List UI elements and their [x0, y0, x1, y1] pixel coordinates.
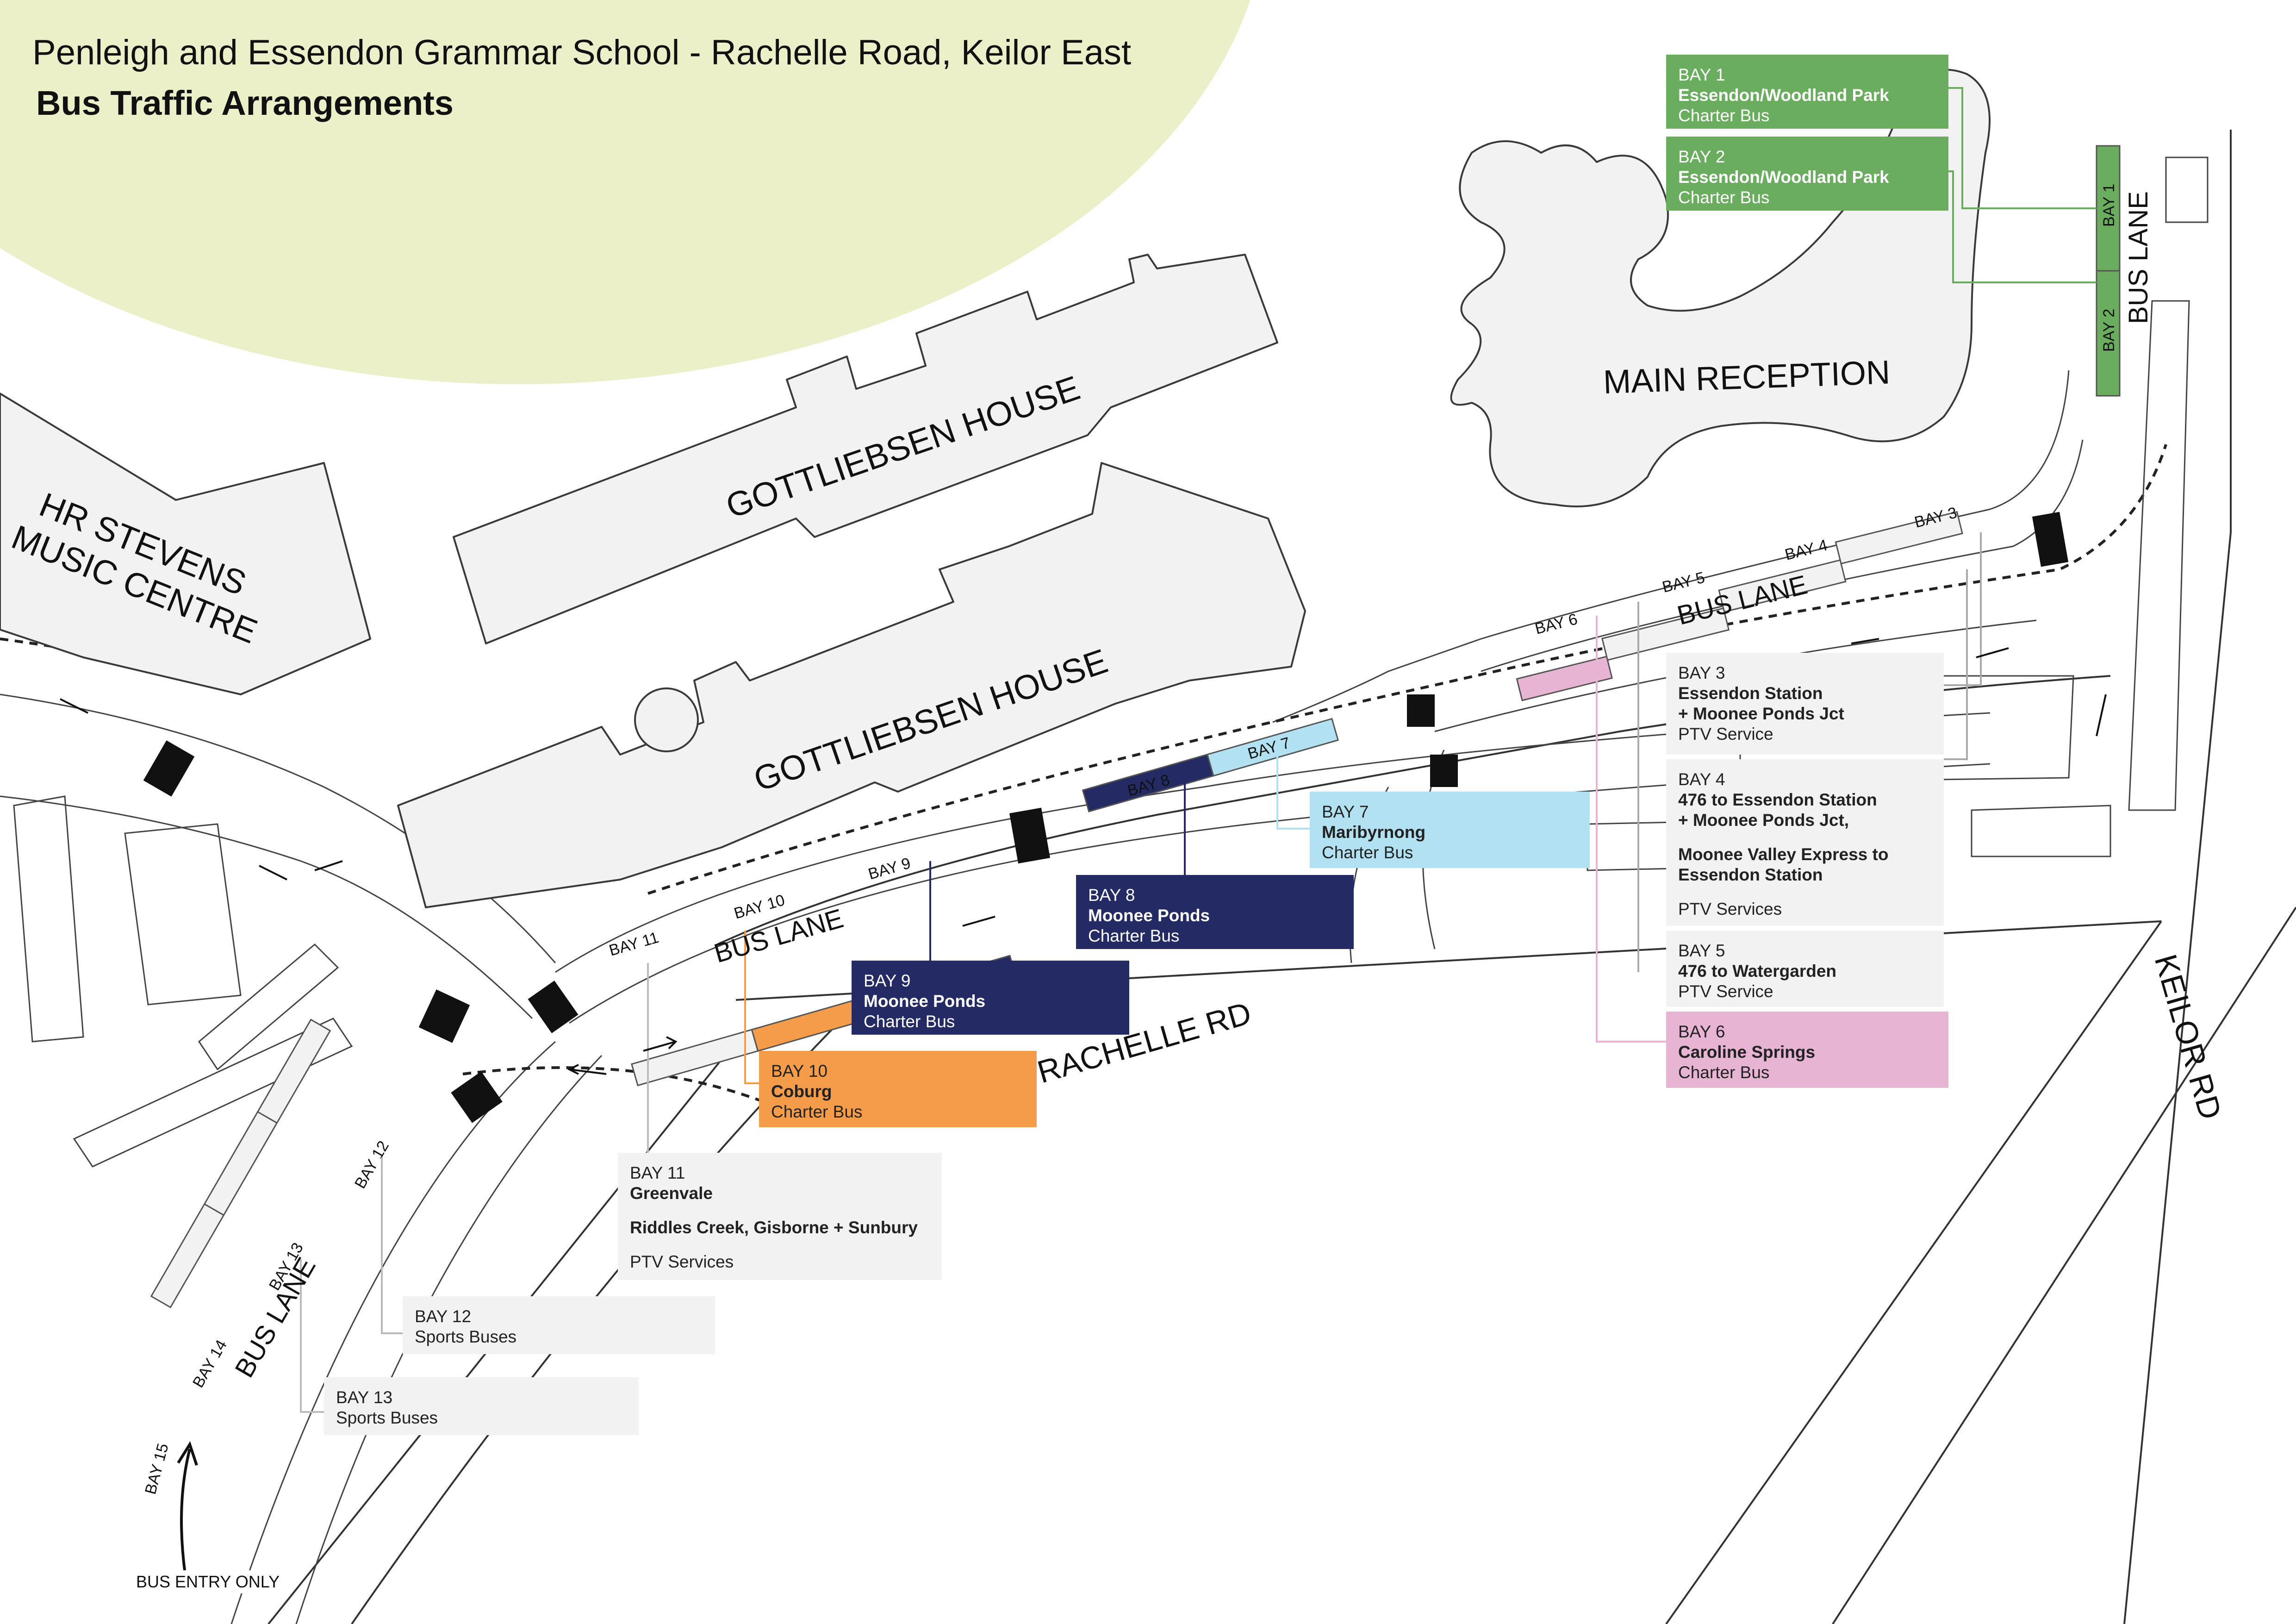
card-bay10-bay: BAY 10: [771, 1062, 828, 1081]
keilor-road-label: KEILOR RD: [2148, 950, 2228, 1123]
card-bay1: BAY 1 Essendon/Woodland Park Charter Bus: [1666, 55, 1948, 129]
card-bay6-bay: BAY 6: [1678, 1022, 1725, 1041]
card-bay5-route: 476 to Watergarden: [1678, 962, 1836, 981]
card-bay4-service: PTV Services: [1678, 899, 1782, 918]
page-subtitle: Bus Traffic Arrangements: [36, 84, 454, 122]
card-bay4-route2: + Moonee Ponds Jct,: [1678, 811, 1849, 830]
card-bay11: BAY 11 Greenvale Riddles Creek, Gisborne…: [618, 1153, 942, 1280]
card-bay5-bay: BAY 5: [1678, 941, 1725, 960]
card-bay12-service: Sports Buses: [415, 1327, 517, 1346]
title-circle: [0, 0, 1251, 384]
card-bay6: BAY 6 Caroline Springs Charter Bus: [1666, 1012, 1948, 1088]
card-bay6-route: Caroline Springs: [1678, 1043, 1816, 1062]
card-bay1-service: Charter Bus: [1678, 106, 1770, 125]
card-bay4: BAY 4 476 to Essendon Station + Moonee P…: [1666, 759, 1944, 926]
card-bay8-route: Moonee Ponds: [1088, 906, 1210, 925]
card-bay2-service: Charter Bus: [1678, 188, 1770, 207]
card-bay13: BAY 13 Sports Buses: [324, 1377, 639, 1435]
rotunda: [634, 687, 699, 752]
card-bay4-route4: Essendon Station: [1678, 865, 1823, 884]
keilor-road: [1665, 130, 2296, 1624]
card-bay8-service: Charter Bus: [1088, 926, 1180, 945]
hr-stevens-building: [0, 393, 371, 695]
strip-bay4: BAY 4: [1783, 536, 1829, 563]
strip-bay14: BAY 14: [189, 1337, 230, 1391]
card-bay7: BAY 7 Maribyrnong Charter Bus: [1310, 792, 1590, 868]
bus-entry-arrow: [177, 1441, 198, 1574]
card-bay3-bay: BAY 3: [1678, 663, 1725, 682]
card-bay12-bay: BAY 12: [415, 1307, 472, 1326]
card-bay3: BAY 3 Essendon Station + Moonee Ponds Jc…: [1666, 653, 1944, 755]
direction-arrows: [60, 638, 2107, 1574]
strip-bay9: BAY 9: [866, 854, 913, 883]
card-bay10: BAY 10 Coburg Charter Bus: [759, 1051, 1037, 1127]
strip-bay15: BAY 15: [142, 1442, 172, 1496]
card-bay11-bay: BAY 11: [630, 1163, 685, 1182]
card-bay2-bay: BAY 2: [1678, 147, 1725, 166]
card-bay3-service: PTV Service: [1678, 725, 1773, 743]
strip-bay12: BAY 12: [351, 1138, 392, 1192]
card-bay9-bay: BAY 9: [864, 971, 911, 990]
strip-bay5: BAY 5: [1661, 568, 1707, 596]
card-bay8-bay: BAY 8: [1088, 886, 1135, 905]
card-bay13-bay: BAY 13: [336, 1388, 393, 1407]
card-bay6-service: Charter Bus: [1678, 1063, 1770, 1082]
card-bay1-bay: BAY 1: [1678, 65, 1725, 84]
bus-entry-label: BUS ENTRY ONLY: [131, 1570, 286, 1593]
card-bay12: BAY 12 Sports Buses: [403, 1296, 715, 1354]
card-bay11-route2: Riddles Creek, Gisborne + Sunbury: [630, 1218, 918, 1237]
card-bay5-service: PTV Service: [1678, 982, 1773, 1001]
bus-lane-label-top: BUS LANE: [2123, 191, 2153, 324]
gottliebsen-house-top: [453, 254, 1278, 644]
strip-bay1: BAY 1: [2100, 184, 2118, 227]
parking-left: [13, 795, 353, 1168]
main-reception-building: [1450, 69, 1991, 507]
card-bay10-service: Charter Bus: [771, 1102, 863, 1121]
card-bay7-route: Maribyrnong: [1322, 823, 1426, 842]
card-bay11-route: Greenvale: [630, 1184, 713, 1203]
card-bay9: BAY 9 Moonee Ponds Charter Bus: [852, 961, 1129, 1035]
page-title: Penleigh and Essendon Grammar School - R…: [32, 33, 1132, 72]
leader-lines: [300, 87, 2097, 1413]
strip-bay2: BAY 2: [2100, 309, 2118, 352]
card-bay11-service: PTV Services: [630, 1252, 734, 1271]
strip-bay11: BAY 11: [607, 929, 661, 960]
bus-lane-label-left: BUS LANE: [711, 903, 847, 969]
card-bay9-route: Moonee Ponds: [864, 992, 986, 1011]
gottliebsen-house-bottom: [397, 462, 1306, 908]
card-bay4-route3: Moonee Valley Express to: [1678, 845, 1889, 864]
card-bay1-route: Essendon/Woodland Park: [1678, 86, 1889, 105]
strip-bay6: BAY 6: [1533, 610, 1580, 637]
card-bay2: BAY 2 Essendon/Woodland Park Charter Bus: [1666, 137, 1948, 211]
card-bay3-route: Essendon Station: [1678, 684, 1823, 703]
pedestrian-crossings: [143, 512, 2069, 1123]
card-bay4-route: 476 to Essendon Station: [1678, 790, 1877, 809]
card-bay4-bay: BAY 4: [1678, 770, 1725, 789]
card-bay8: BAY 8 Moonee Ponds Charter Bus: [1076, 875, 1354, 949]
card-bay3-route2: + Moonee Ponds Jct: [1678, 704, 1844, 723]
card-bay2-route: Essendon/Woodland Park: [1678, 168, 1889, 187]
card-bay7-service: Charter Bus: [1322, 843, 1413, 862]
card-bay10-route: Coburg: [771, 1082, 832, 1101]
card-bay9-service: Charter Bus: [864, 1012, 955, 1031]
card-bay5: BAY 5 476 to Watergarden PTV Service: [1666, 931, 1944, 1007]
card-bay13-service: Sports Buses: [336, 1408, 438, 1427]
card-bay7-bay: BAY 7: [1322, 802, 1369, 821]
